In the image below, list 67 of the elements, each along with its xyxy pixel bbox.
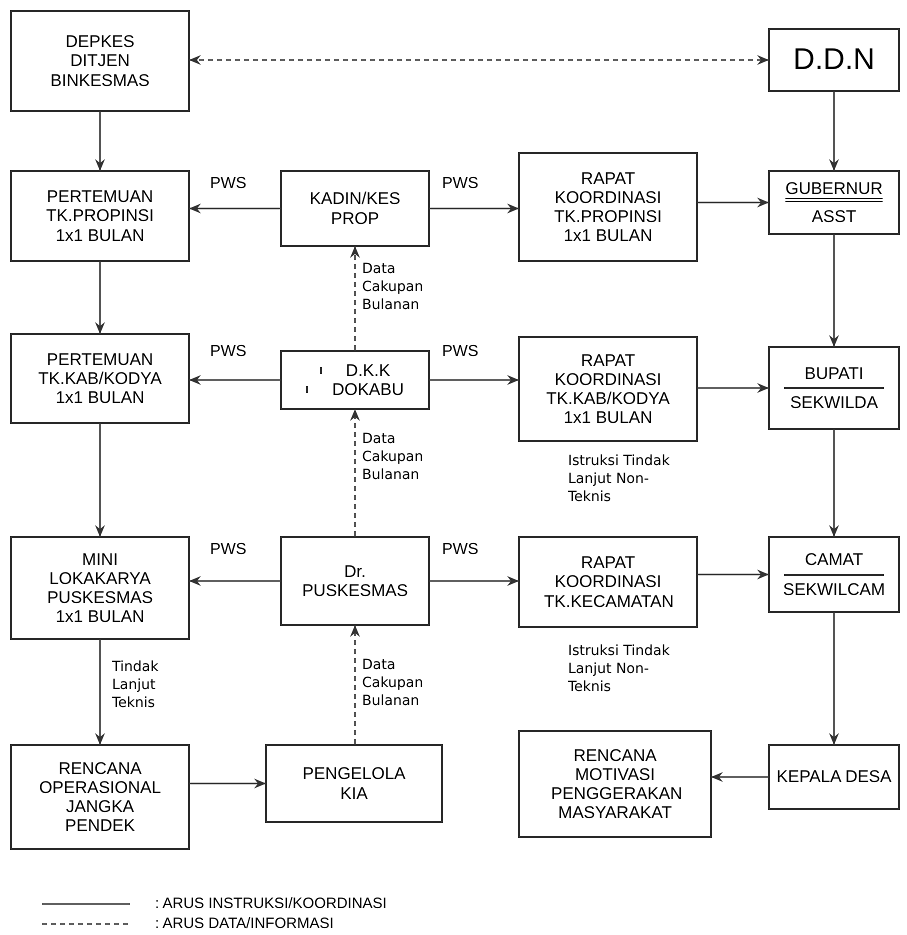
arrow xyxy=(189,576,280,586)
box-label: DOKABU xyxy=(332,380,404,400)
box-label: CAMAT xyxy=(804,550,864,570)
arrow xyxy=(829,92,839,171)
arrow xyxy=(829,613,839,745)
arrow xyxy=(95,640,105,745)
arrow xyxy=(189,204,280,214)
arrow xyxy=(189,55,769,65)
box-label: RAPAT KOORDINASI TK.PROPINSI 1x1 BULAN xyxy=(553,168,663,246)
arrow xyxy=(189,375,280,385)
arrow xyxy=(350,625,360,744)
box-label: SEKWILDA xyxy=(790,393,878,412)
process-box xyxy=(768,536,900,613)
arrow xyxy=(350,409,360,536)
box-label: PENGELOLA KIA xyxy=(302,764,406,803)
arrow xyxy=(430,204,519,214)
process-box xyxy=(768,28,900,92)
arrow xyxy=(350,246,360,350)
box-label: D.D.N xyxy=(793,43,875,77)
box-label: MINI LOKAKARYA PUSKESMAS 1x1 BULAN xyxy=(46,550,154,626)
process-box xyxy=(518,152,698,262)
process-box xyxy=(768,346,900,430)
process-box xyxy=(10,170,190,262)
process-box xyxy=(280,170,430,247)
process-box xyxy=(265,744,443,823)
box-label: SEKWILCAM xyxy=(782,580,886,599)
arrow xyxy=(711,772,768,782)
legend-text: : ARUS DATA/INFORMASI xyxy=(155,916,334,931)
process-box xyxy=(10,744,190,850)
arrow xyxy=(698,570,769,580)
box-label: BUPATI xyxy=(804,364,864,383)
box-label: PERTEMUAN TK.KAB/KODYA 1x1 BULAN xyxy=(37,350,163,408)
process-box xyxy=(518,336,698,442)
process-box xyxy=(768,744,900,810)
box-label: D.K.K xyxy=(346,360,390,380)
process-box xyxy=(280,350,430,410)
box-label: RENCANA OPERASIONAL JANGKA PENDEK xyxy=(38,758,162,836)
process-box xyxy=(10,536,190,640)
box-label: KADIN/KES PROP xyxy=(308,189,402,228)
arrow xyxy=(698,198,769,208)
arrow xyxy=(190,778,266,788)
box-label: RENCANA MOTIVASI PENGGERAKAN MASYARAKAT xyxy=(551,746,679,822)
box-label: GUBERNUR xyxy=(785,179,883,198)
process-box xyxy=(280,536,430,626)
box-label: PERTEMUAN TK.PROPINSI 1x1 BULAN xyxy=(45,187,155,245)
box-label: RAPAT KOORDINASI TK.KECAMATAN xyxy=(544,553,672,611)
legend-text: : ARUS INSTRUKSI/KOORDINASI xyxy=(155,896,387,911)
box-label: KEPALA DESA xyxy=(776,767,892,787)
arrow xyxy=(698,383,769,393)
box-label: ASST xyxy=(812,206,856,226)
note-text: Istruksi Tindak Lanjut Non-Teknis xyxy=(568,452,671,507)
process-box xyxy=(518,536,698,628)
arrow xyxy=(95,262,105,334)
arrow xyxy=(829,235,839,347)
process-box xyxy=(10,10,190,112)
box-label: RAPAT KOORDINASI TK.KAB/KODYA 1x1 BULAN xyxy=(545,350,671,428)
box-label: Dr. PUSKESMAS xyxy=(301,562,409,600)
arrow xyxy=(430,576,519,586)
arrow xyxy=(95,424,105,537)
note-text: Istruksi Tindak Lanjut Non-Teknis xyxy=(568,642,671,697)
box-label: DEPKES DITJEN BINKESMAS xyxy=(49,32,151,90)
process-box xyxy=(10,333,190,424)
arrow xyxy=(430,375,519,385)
arrow xyxy=(829,430,839,537)
process-box xyxy=(518,730,712,838)
process-box xyxy=(768,170,900,235)
arrow xyxy=(95,112,105,171)
